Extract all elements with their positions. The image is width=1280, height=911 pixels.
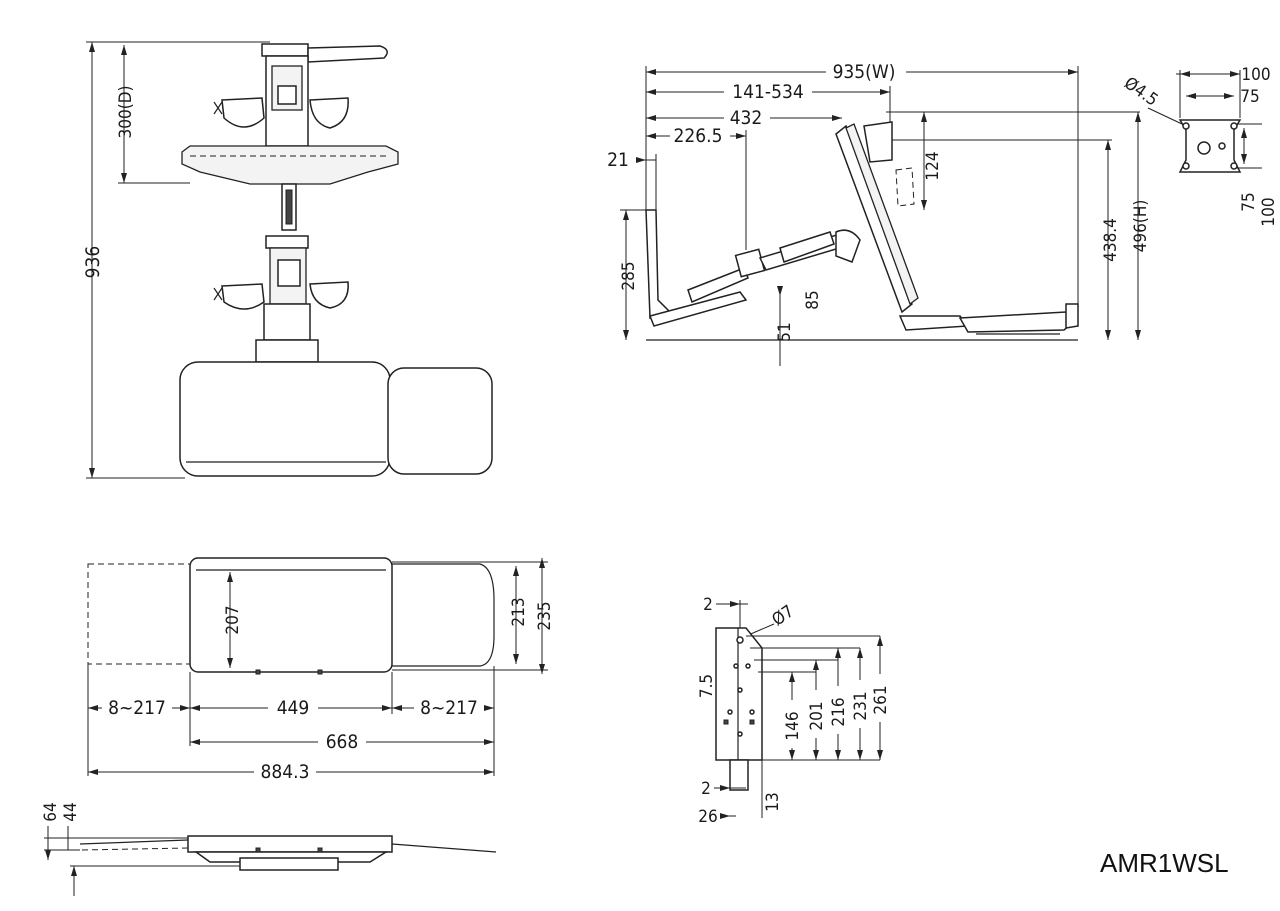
clamp-2-bot: 2	[701, 779, 711, 799]
top-view: 936 300(D)	[82, 41, 493, 479]
dim-213: 213	[509, 597, 529, 626]
vesa-75-h: 75	[1239, 192, 1259, 211]
dim-449: 449	[277, 697, 310, 719]
dim-884-3: 884.3	[261, 761, 310, 783]
dim-64: 64	[41, 802, 61, 821]
dim-285: 285	[619, 261, 639, 290]
dim-124: 124	[923, 151, 943, 180]
dim-936: 936	[82, 246, 104, 279]
vesa-pattern: 100 75 Ø4.5 75 100	[1120, 65, 1279, 227]
dim-8-217-left: 8~217	[108, 697, 166, 719]
dim-44: 44	[61, 802, 81, 821]
keyboard-view: 207 213 235 8~217 449 8~217	[87, 557, 555, 783]
clamp-7-5: 7.5	[697, 674, 717, 698]
dim-51: 51	[775, 322, 795, 341]
dim-235: 235	[535, 601, 555, 630]
model-label: AMR1WSL	[1100, 848, 1229, 878]
dim-300d: 300(D)	[116, 86, 136, 139]
dim-496h: 496(H)	[1131, 200, 1151, 253]
clamp-201: 201	[807, 701, 827, 730]
dim-226-5: 226.5	[674, 125, 723, 147]
vesa-hole: Ø4.5	[1120, 73, 1161, 110]
clamp-hole: Ø7	[768, 601, 797, 630]
vesa-100-h: 100	[1259, 197, 1279, 226]
clamp-261: 261	[871, 685, 891, 714]
dim-21: 21	[607, 149, 629, 171]
clamp-13: 13	[763, 792, 783, 811]
clamp-26: 26	[698, 807, 717, 827]
dim-432: 432	[730, 107, 763, 129]
dim-141-534: 141-534	[732, 81, 803, 103]
vesa-75-w: 75	[1240, 87, 1259, 107]
clamp-2-top: 2	[703, 595, 713, 615]
dim-438-4: 438.4	[1101, 218, 1121, 262]
clamp-231: 231	[851, 691, 871, 720]
clamp-146: 146	[783, 711, 803, 740]
dim-85: 85	[803, 290, 823, 309]
thin-view: 64 44	[41, 802, 497, 896]
clamp-detail: 2 Ø7 7.5	[697, 595, 891, 827]
dim-668: 668	[326, 731, 359, 753]
dim-207: 207	[223, 605, 243, 634]
dim-8-217-right: 8~217	[420, 697, 478, 719]
dim-935w: 935(W)	[833, 61, 896, 83]
clamp-216: 216	[829, 697, 849, 726]
side-view: 935(W) 141-534 432 226.5 21 124	[607, 60, 1151, 366]
vesa-100-w: 100	[1241, 65, 1270, 85]
